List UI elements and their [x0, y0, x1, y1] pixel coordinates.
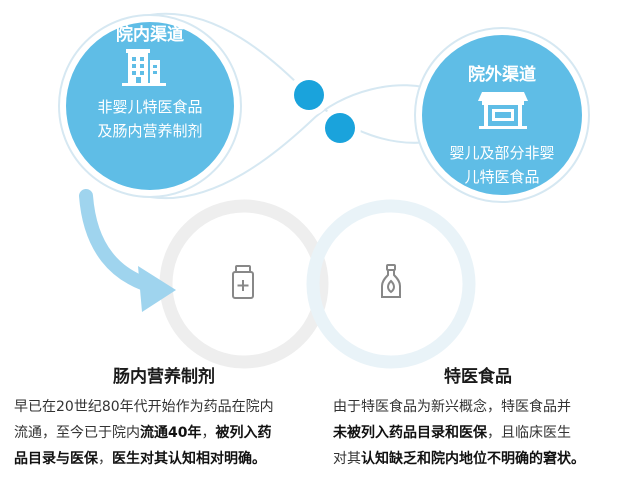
- right-column-line-3: 对其认知缺乏和院内地位不明确的窘状。: [333, 446, 633, 472]
- left-column-line-2: 流通，至今已于院内流通40年，被列入药: [14, 420, 324, 446]
- left-column-line-1: 早已在20世纪80年代开始作为药品在院内: [14, 399, 274, 415]
- right-line-3-text: 对其: [333, 451, 361, 467]
- left-line-3-bold-a: 品目录与医保: [14, 451, 98, 467]
- right-column-title: 特医食品: [444, 367, 512, 387]
- left-line-2-bold-b: 被列入药: [215, 425, 272, 441]
- right-ring: [306, 199, 476, 369]
- right-line-2-bold: 未被列入药品目录和医保: [333, 425, 487, 441]
- inner-bubble-title: 院内渠道: [116, 25, 184, 45]
- right-column-line-2: 未被列入药品目录和医保，且临床医生: [333, 420, 633, 446]
- left-column-text: 早已在20世纪80年代开始作为药品在院内 流通，至今已于院内流通40年，被列入药…: [14, 394, 324, 472]
- left-line-3-bold-b: 医生对其认知相对明确。: [112, 451, 266, 467]
- left-column-line-3: 品目录与医保，医生对其认知相对明确。: [14, 446, 324, 472]
- right-column-text: 由于特医食品为新兴概念，特医食品并 未被列入药品目录和医保，且临床医生 对其认知…: [333, 394, 633, 472]
- connector-dot-bottom: [325, 113, 355, 143]
- left-line-2-comma: ，: [201, 425, 216, 441]
- outer-bubble-line-1: 婴儿及部分非婴: [449, 144, 555, 162]
- connector-dot-top: [294, 80, 324, 110]
- right-line-3-bold: 认知缺乏和院内地位不明确的窘状。: [361, 451, 585, 467]
- hospital-building-icon: [122, 49, 166, 86]
- left-line-3-comma: ，: [98, 451, 112, 467]
- storefront-icon: [478, 92, 528, 129]
- left-line-2-text: 流通，至今已于院内: [14, 425, 140, 441]
- right-line-2-text: ，且临床医生: [487, 425, 571, 441]
- outer-bubble-line-2: 儿特医食品: [464, 168, 540, 186]
- inner-bubble-line-1: 非婴儿特医食品: [97, 98, 203, 116]
- inner-bubble-line-2: 及肠内营养制剂: [97, 122, 203, 140]
- medicine-bottle-icon: [232, 265, 254, 299]
- curved-arrow-head: [138, 266, 176, 312]
- nutrition-bottle-icon: [381, 264, 401, 298]
- right-column-line-1: 由于特医食品为新兴概念，特医食品并: [333, 399, 571, 415]
- inner-bubble: [66, 22, 234, 190]
- left-line-2-bold-a: 流通40年: [140, 425, 202, 441]
- outer-bubble-title: 院外渠道: [468, 65, 536, 85]
- left-column-title: 肠内营养制剂: [113, 367, 215, 387]
